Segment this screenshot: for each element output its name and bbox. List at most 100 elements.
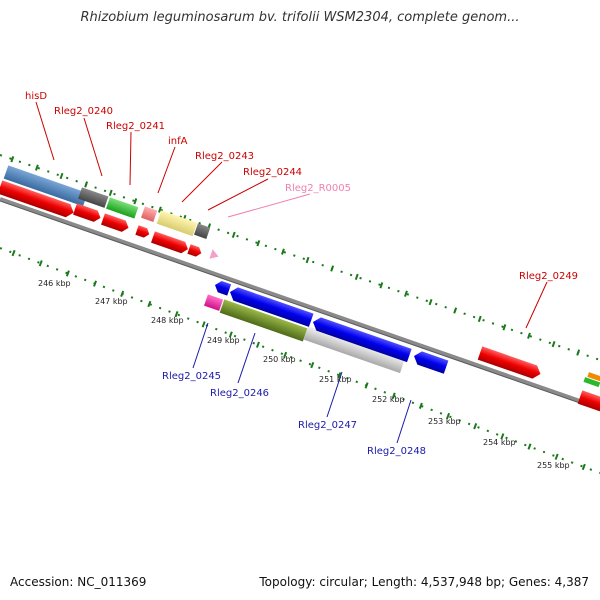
- lower-major-tick-6: [174, 311, 179, 318]
- lower-major-tick-1: [38, 260, 43, 267]
- gene-rleg2-0247[interactable]: [303, 326, 405, 374]
- leader-rleg2-0248: [396, 399, 412, 444]
- upper-major-tick-18: [453, 307, 458, 314]
- label-infA[interactable]: infA: [168, 136, 188, 147]
- label-rleg2-0240[interactable]: Rleg2_0240: [54, 106, 113, 117]
- upper-major-tick-2: [59, 172, 64, 180]
- lower-major-tick-20: [554, 453, 559, 460]
- label-rleg2-0241[interactable]: Rleg2_0241: [106, 121, 165, 132]
- gene-rleg2-0243-arrow[interactable]: [151, 231, 190, 255]
- upper-major-tick-14: [354, 273, 359, 281]
- upper-major-tick-0: [10, 156, 15, 163]
- gene-rleg2-0246-arrow[interactable]: [228, 285, 314, 327]
- leader-rleg2-0241: [129, 131, 132, 186]
- label-hisD[interactable]: hisD: [25, 91, 47, 102]
- upper-major-tick-3: [84, 181, 89, 188]
- leader-rleg2-0245: [192, 322, 209, 369]
- lower-major-tick-2: [65, 270, 70, 277]
- leader-rleg2-0243: [181, 161, 223, 203]
- upper-major-tick-23: [576, 349, 581, 356]
- gene-rleg2-0249-arrow[interactable]: [477, 346, 543, 380]
- leader-rleg2-r0005: [227, 193, 311, 218]
- lower-major-tick-10: [283, 351, 288, 359]
- tick-label-250: 250 kbp: [263, 355, 296, 364]
- gene-edge-green[interactable]: [583, 377, 600, 388]
- gene-rleg2-0240[interactable]: [78, 187, 109, 208]
- lower-major-tick-3: [93, 280, 98, 287]
- gene-rleg2-0247-arrow[interactable]: [311, 315, 412, 363]
- upper-major-tick-10: [256, 240, 261, 247]
- tick-label-253: 253 kbp: [428, 417, 461, 426]
- lower-major-tick-16: [446, 412, 451, 420]
- gene-rleg2-r0005[interactable]: [209, 249, 220, 261]
- label-rleg2-0245[interactable]: Rleg2_0245: [162, 371, 221, 382]
- map-title: Rhizobium leguminosarum bv. trifolii WSM…: [80, 10, 520, 25]
- gene-hisD-arrow[interactable]: [0, 180, 76, 219]
- tick-label-248: 248 kbp: [151, 316, 184, 325]
- label-rleg2-0248[interactable]: Rleg2_0248: [367, 446, 426, 457]
- upper-major-tick-11: [281, 248, 285, 255]
- leader-infA: [157, 146, 176, 194]
- lower-major-tick-13: [364, 382, 369, 389]
- gene-rleg2-0245[interactable]: [204, 294, 224, 311]
- lower-major-tick-9: [255, 341, 260, 348]
- gene-rleg2-0243[interactable]: [156, 210, 198, 237]
- label-rleg2-0249[interactable]: Rleg2_0249: [519, 271, 578, 282]
- lower-major-tick-0: [11, 249, 16, 257]
- upper-major-tick-16: [404, 290, 408, 297]
- upper-major-tick-5: [133, 198, 138, 205]
- gene-infA[interactable]: [141, 206, 158, 222]
- lower-major-tick-5: [147, 300, 152, 308]
- upper-major-tick-9: [231, 231, 236, 239]
- gene-rleg2-0246[interactable]: [219, 299, 308, 342]
- lower-major-tick-7: [201, 321, 206, 328]
- gene-infA-arrow[interactable]: [135, 225, 151, 239]
- gene-rleg2-0244[interactable]: [194, 223, 211, 239]
- lower-major-tick-17: [473, 423, 478, 430]
- label-rleg2-r0005[interactable]: Rleg2_R0005: [285, 183, 351, 194]
- tick-label-246: 246 kbp: [38, 279, 71, 288]
- upper-major-tick-4: [108, 189, 113, 196]
- upper-major-tick-21: [527, 332, 531, 339]
- accession-label: Accession: NC_011369: [10, 575, 147, 589]
- label-rleg2-0243[interactable]: Rleg2_0243: [195, 151, 254, 162]
- tick-label-252: 252 kbp: [372, 395, 405, 404]
- upper-major-tick-13: [330, 265, 335, 272]
- gene-rleg2-0248-arrow[interactable]: [412, 349, 449, 374]
- label-rleg2-0244[interactable]: Rleg2_0244: [243, 167, 302, 178]
- tick-label-254: 254 kbp: [483, 438, 516, 447]
- leader-hisD: [35, 101, 55, 161]
- leader-rleg2-0244: [207, 178, 269, 211]
- gene-rleg2-0241-arrow[interactable]: [101, 213, 130, 233]
- topology-label: Topology: circular; Length: 4,537,948 bp…: [259, 575, 589, 589]
- guide-line-lower: [0, 247, 600, 474]
- lower-major-tick-14: [391, 392, 396, 399]
- label-rleg2-0246[interactable]: Rleg2_0246: [210, 388, 269, 399]
- upper-major-tick-22: [551, 340, 556, 348]
- lower-major-tick-19: [527, 443, 532, 450]
- gene-edge-red[interactable]: [577, 390, 600, 414]
- gene-features: [0, 165, 600, 414]
- lower-major-tick-11: [310, 361, 315, 369]
- tick-label-247: 247 kbp: [95, 297, 128, 306]
- leader-rleg2-0249: [525, 281, 548, 329]
- upper-major-tick-12: [305, 256, 310, 264]
- lower-major-tick-12: [337, 372, 342, 379]
- gene-edge-orange[interactable]: [587, 372, 600, 382]
- gene-hisD[interactable]: [3, 165, 88, 207]
- lower-major-tick-4: [120, 290, 125, 297]
- guide-lines: [0, 154, 600, 474]
- tick-label-255: 255 kbp: [537, 461, 570, 470]
- gene-rleg2-0240-arrow[interactable]: [73, 203, 102, 223]
- upper-major-tick-6: [158, 206, 162, 213]
- label-rleg2-0247[interactable]: Rleg2_0247: [298, 420, 357, 431]
- leader-rleg2-0247: [326, 371, 343, 418]
- lower-major-tick-21: [581, 463, 586, 471]
- gene-rleg2-0241[interactable]: [106, 197, 139, 219]
- gene-rleg2-0244-arrow[interactable]: [187, 244, 203, 258]
- sequence-backbone: [0, 197, 600, 410]
- leader-rleg2-0246: [237, 332, 256, 384]
- upper-major-tick-20: [502, 324, 507, 331]
- gene-blue-arrow-small[interactable]: [213, 279, 232, 296]
